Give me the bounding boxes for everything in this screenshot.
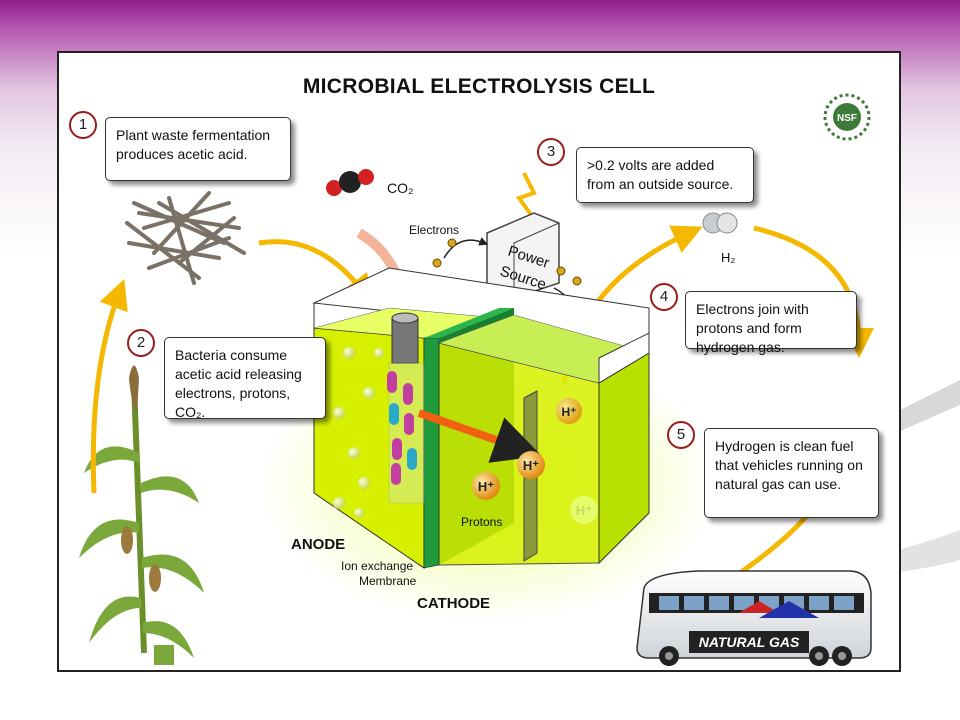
step-3-callout: >0.2 volts are added from an outside sou… xyxy=(576,147,754,203)
natural-gas-bus-illustration: NATURAL GAS xyxy=(636,570,872,666)
diagram-canvas: NSF xyxy=(79,93,874,666)
step-1-marker: 1 xyxy=(69,111,97,139)
svg-text:H⁺: H⁺ xyxy=(478,479,494,494)
proton-icon: H⁺ xyxy=(556,398,582,424)
step-4-callout: Electrons join with protons and form hyd… xyxy=(685,291,857,355)
step-5-callout: Hydrogen is clean fuel that vehicles run… xyxy=(704,428,879,518)
proton-icon: H⁺ xyxy=(570,496,598,524)
co2-label: CO₂ xyxy=(387,180,414,196)
cathode-label: CATHODE xyxy=(417,595,491,612)
svg-text:H⁺: H⁺ xyxy=(576,503,592,518)
diagram-panel: MICROBIAL ELECTROLYSIS CELL xyxy=(57,51,901,672)
membrane-label-line1: Ion exchange xyxy=(341,559,414,573)
svg-text:NATURAL GAS: NATURAL GAS xyxy=(699,634,800,650)
svg-text:NSF: NSF xyxy=(837,113,857,124)
electron-flow-arrow xyxy=(443,237,489,259)
step-2-marker: 2 xyxy=(127,329,155,357)
step-4-marker: 4 xyxy=(650,283,678,311)
anode-bubbles xyxy=(333,347,384,518)
proton-migration-arrow xyxy=(417,409,542,463)
proton-icon: H⁺ xyxy=(517,451,545,479)
step-5-marker: 5 xyxy=(667,421,695,449)
membrane-label-line2: Membrane xyxy=(359,574,417,588)
bacteria-cluster xyxy=(387,371,417,485)
nsf-logo: NSF xyxy=(823,93,871,141)
electrons-label: Electrons xyxy=(409,223,460,237)
diagram-title: MICROBIAL ELECTROLYSIS CELL xyxy=(302,75,656,98)
co2-molecule-icon xyxy=(326,169,374,196)
h2-molecule-icon xyxy=(702,212,738,234)
plant-waste-illustration xyxy=(125,191,246,285)
anode-label: ANODE xyxy=(291,536,346,553)
step-2-callout: Bacteria consume acetic acid releasing e… xyxy=(164,337,326,420)
corn-badge-icon xyxy=(154,645,174,665)
step-1-callout: Plant waste fermentation produces acetic… xyxy=(105,117,291,181)
h2-label: H₂ xyxy=(721,250,736,265)
protons-label: Protons xyxy=(461,515,503,529)
svg-text:H⁺: H⁺ xyxy=(523,458,539,473)
power-source-box: Power Source xyxy=(486,172,560,299)
corn-plant-illustration xyxy=(79,365,204,658)
step-3-marker: 3 xyxy=(537,138,565,166)
svg-text:H⁺: H⁺ xyxy=(562,405,577,419)
proton-icon: H⁺ xyxy=(472,472,500,500)
